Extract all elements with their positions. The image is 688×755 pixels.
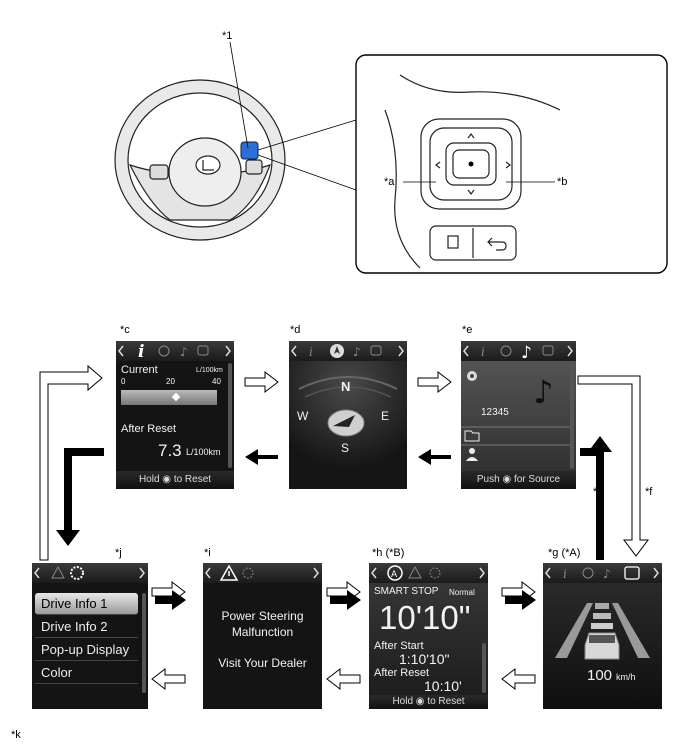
svg-text:♪: ♪	[180, 345, 188, 359]
svg-text:♪: ♪	[603, 567, 611, 581]
scrollbar[interactable]	[228, 363, 232, 468]
label-b: *b	[557, 176, 568, 188]
smart-stop-time: 10'10"	[379, 599, 471, 636]
menu-item-1[interactable]: Drive Info 1	[35, 593, 138, 615]
speed-unit: km/h	[616, 672, 636, 682]
footer-text-pre: Push	[476, 474, 500, 485]
track-number: 12345	[481, 407, 509, 418]
current-label: Current	[121, 364, 158, 376]
after-start-label: After Start	[374, 640, 424, 652]
screen-tab-bar	[369, 563, 488, 583]
label-f-right: *f	[645, 486, 653, 498]
compass-e: E	[381, 409, 390, 423]
tick-0: 0	[121, 377, 126, 386]
smart-stop-mode: Normal	[449, 588, 475, 597]
tab-icons	[34, 565, 145, 580]
fuel-value: 7.3	[158, 441, 182, 460]
screen-smart-stop: A SMART STOP Normal 10'10" After Start 1…	[369, 563, 488, 709]
footer: Hold ◉ to Reset	[116, 471, 234, 489]
footer: Push ◉ for Source	[461, 471, 576, 489]
compass-n: N	[341, 379, 351, 394]
label-i: *i	[204, 547, 211, 559]
label-d: *d	[290, 324, 301, 336]
svg-text:A: A	[391, 570, 398, 580]
scrollbar[interactable]	[482, 643, 486, 693]
after-reset-time: 10:10'	[424, 678, 462, 694]
footer-text-post: to Reset	[427, 696, 465, 707]
after-start-time: 1:10'10"	[399, 651, 450, 667]
driving-assist-graphic: i ♪	[545, 566, 659, 660]
screen-fuel-economy: i ♪ Current L/100km 0 20 40 After Reset …	[116, 341, 234, 489]
fuel-value-unit: L/100km	[186, 447, 221, 457]
svg-text:i: i	[138, 342, 144, 361]
label-e: *e	[462, 324, 473, 336]
scrollbar[interactable]	[570, 363, 574, 469]
label-k: *k	[11, 729, 21, 741]
enter-button-icon: ◉	[502, 474, 512, 485]
audio-graphic: i ♪ ♪	[461, 343, 573, 461]
footer-text-pre: Hold	[392, 696, 414, 707]
footer-text-post: for Source	[513, 474, 561, 485]
steering-wheel	[114, 79, 286, 241]
menu-item-2[interactable]: Drive Info 2	[35, 616, 138, 638]
compass-s: S	[341, 441, 350, 455]
label-j: *j	[115, 547, 122, 559]
screen-tab-bar	[543, 563, 662, 583]
highlighted-switch	[240, 141, 259, 160]
svg-text:i: i	[309, 345, 313, 359]
svg-text:i: i	[563, 567, 567, 581]
tab-icons: i ♪	[118, 342, 231, 361]
screen-tab-bar	[203, 563, 322, 583]
svg-text:♪: ♪	[533, 373, 553, 411]
tab-icons	[205, 564, 319, 581]
screen-warning: Power Steering Malfunction Visit Your De…	[203, 563, 322, 709]
label-c: *c	[120, 324, 130, 336]
unit-label: L/100km	[196, 367, 223, 374]
compass-w: W	[297, 409, 309, 423]
enter-button-icon: ◉	[415, 696, 425, 707]
svg-text:i: i	[481, 345, 485, 359]
footer-text-post: to Reset	[173, 474, 212, 485]
svg-text:♪: ♪	[353, 345, 361, 359]
label-f-left: *f	[593, 486, 601, 498]
scrollbar[interactable]	[142, 593, 146, 693]
after-reset-label: After Reset	[374, 667, 430, 679]
tab-icons: A	[371, 565, 485, 581]
label-a: *a	[384, 176, 395, 188]
label-h: *h (*B)	[372, 547, 405, 559]
tick-40: 40	[212, 377, 221, 386]
menu-item-4[interactable]: Color	[35, 662, 138, 684]
speed-value: 100	[587, 667, 613, 684]
label-1: *1	[222, 30, 233, 42]
screen-driving-assist: i ♪ 100 km/h	[543, 563, 662, 709]
compass-graphic: i ♪	[291, 344, 404, 437]
warning-line-3: Visit Your Dealer	[218, 656, 307, 670]
label-g: *g (*A)	[548, 547, 581, 559]
footer: Hold ◉ to Reset	[369, 695, 488, 709]
menu-item-3[interactable]: Pop-up Display	[35, 639, 138, 661]
screen-menu: Drive Info 1 Drive Info 2 Pop-up Display…	[32, 563, 148, 709]
enter-button-icon: ◉	[162, 474, 172, 485]
tick-20: 20	[166, 377, 175, 386]
after-reset-label: After Reset	[121, 423, 177, 435]
svg-text:♪: ♪	[521, 343, 532, 363]
warning-line-2: Malfunction	[231, 625, 294, 639]
footer-text-pre: Hold	[138, 474, 160, 485]
screen-audio: i ♪ ♪ 12345 Push ◉ for Source	[461, 341, 576, 489]
smart-stop-title: SMART STOP	[374, 586, 439, 597]
fuel-bar	[121, 390, 217, 405]
warning-line-1: Power Steering	[221, 609, 304, 623]
screen-compass: i ♪ N S E W	[289, 341, 407, 489]
